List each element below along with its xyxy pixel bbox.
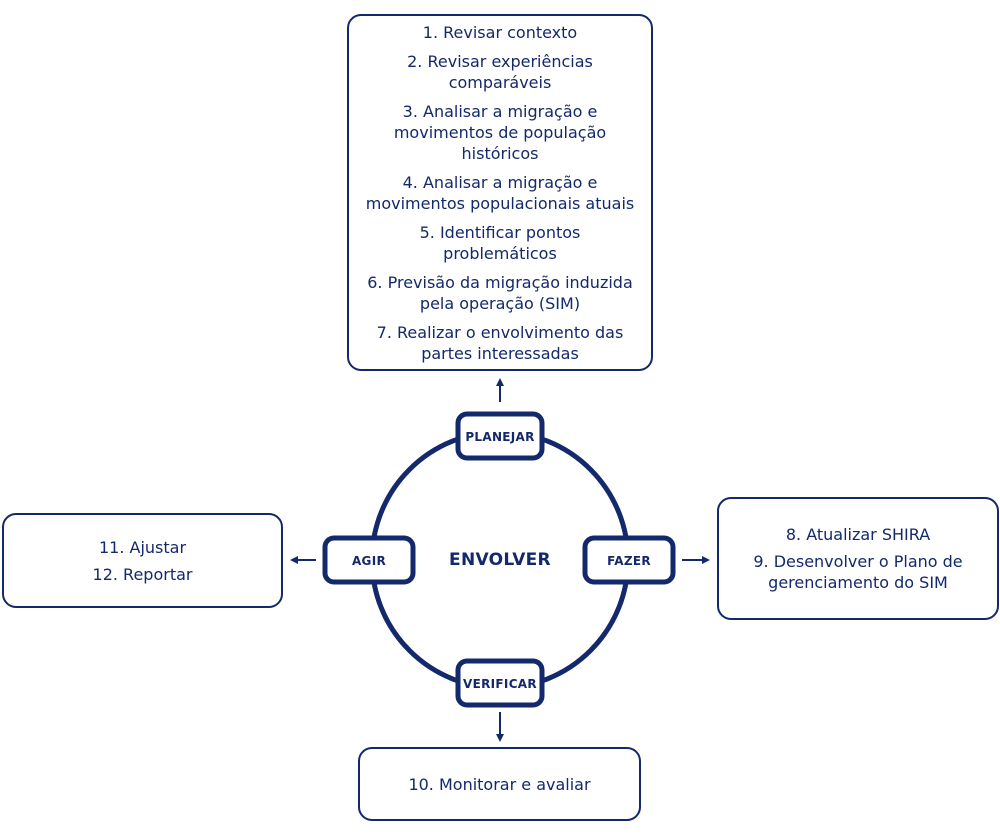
step-3: 3. Analisar a migração e movimentos de p… [393,101,607,163]
step-1: 1. Revisar contexto [422,22,578,42]
step-10: 10. Monitorar e avaliar [408,774,591,794]
phase-check-label: VERIFICAR [463,677,537,691]
check-tab [455,658,545,708]
step-5: 5. Identificar pontos problemáticos [419,222,581,263]
do-tab [582,535,676,585]
center-label: ENVOLVER [449,550,551,570]
step-6: 6. Previsão da migração induzida pela op… [367,272,633,313]
plan-tab [455,411,545,461]
act-tab [322,535,416,585]
step-11: 11. Ajustar [98,537,187,557]
step-8: 8. Atualizar SHIRA [785,525,931,544]
step-2: 2. Revisar experiências comparáveis [407,51,593,92]
step-4: 4. Analisar a migração e movimentos popu… [365,172,635,213]
act-steps-box: 11. Ajustar 12. Reportar [2,513,283,608]
check-steps-box: 10. Monitorar e avaliar [358,747,641,821]
plan-steps-box: 1. Revisar contexto 2. Revisar experiênc… [347,14,653,371]
step-9: 9. Desenvolver o Plano de gerenciamento … [753,552,963,592]
step-12: 12. Reportar [92,564,193,584]
phase-plan-label: PLANEJAR [465,430,535,444]
do-steps-box: 8. Atualizar SHIRA 9. Desenvolver o Plan… [717,497,999,620]
step-7: 7. Realizar o envolvimento das partes in… [376,322,624,363]
phase-act-label: AGIR [351,554,387,568]
phase-do-label: FAZER [607,554,651,568]
